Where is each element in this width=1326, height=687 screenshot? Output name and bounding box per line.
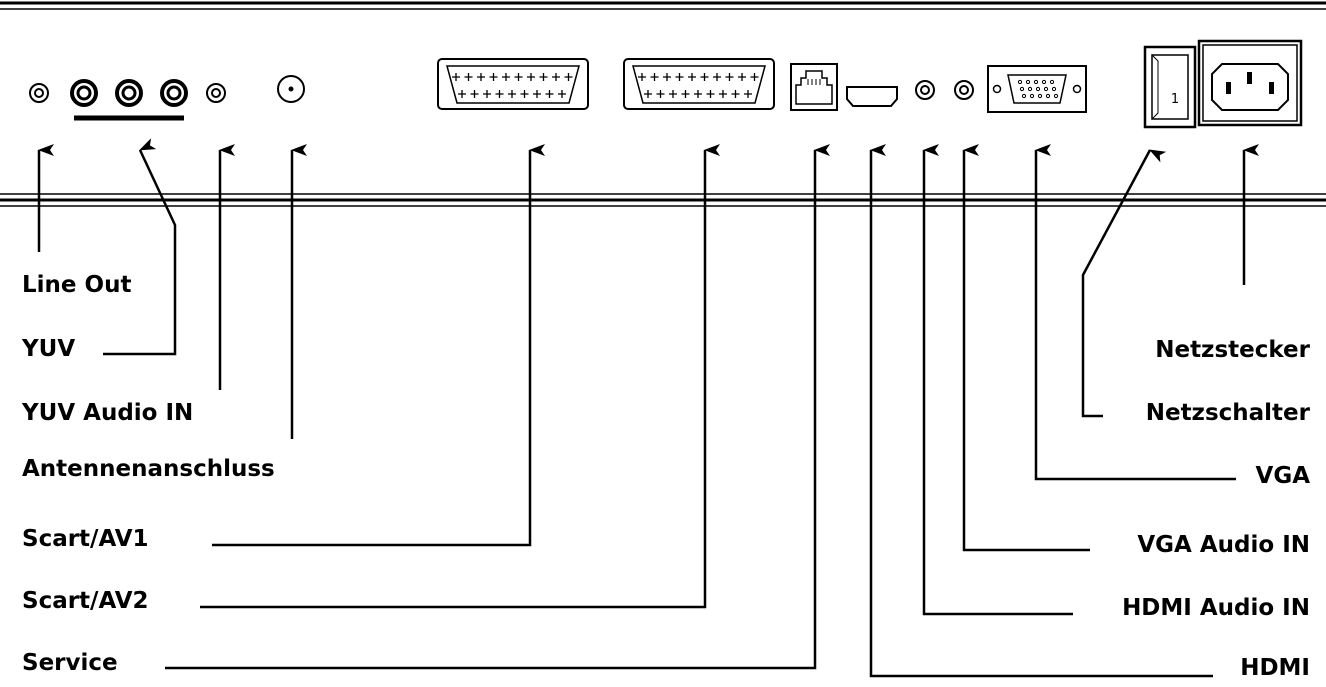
label-scart-av2: Scart/AV2 [22,588,149,614]
scart-pin [545,90,554,98]
label-vga: VGA [1256,463,1311,489]
scart-pin [508,90,516,98]
label-line-out: Line Out [22,272,131,298]
antenna-connector [277,75,305,103]
power-plug-socket [1197,39,1303,127]
scart-av1-connector [437,58,589,110]
service-port [790,63,838,111]
scart-pin [738,73,746,81]
scart-pin [477,73,485,81]
scart-pin [452,73,460,81]
leader-scart-av2 [200,144,720,609]
vga-port [987,65,1087,113]
scart-pin [731,90,740,98]
vga-pin [1041,79,1047,85]
scart-pin [713,73,721,81]
scart-av1-pins [452,73,573,98]
scart-pin [688,73,696,81]
scart-pin [539,73,548,81]
scart-pin [533,90,541,98]
leader-lines [37,138,1259,678]
yuv-audio-in-jack [206,83,226,103]
scart-av2-connector [623,58,775,110]
label-antenna: Antennenanschluss [22,456,275,482]
label-scart-av1: Scart/AV1 [22,526,149,552]
scart-pin [656,90,665,98]
vga-pin [1043,86,1049,92]
leader-yuv [103,138,177,356]
scart-pin [514,73,523,81]
scart-pin [663,73,671,81]
panel-top-edge [0,1,1326,10]
yuv-jacks [70,79,188,107]
scart-pin [638,73,646,81]
scart-pin [502,73,510,81]
leader-power-switch [1081,149,1167,418]
vga-pin [1045,93,1051,99]
scart-pin [558,90,566,98]
label-power-switch: Netzschalter [1146,400,1311,426]
scart-av2-pins [638,73,759,98]
leader-scart-av1 [212,144,545,547]
vga-pin [1051,86,1057,92]
label-power-plug: Netzstecker [1155,337,1310,363]
power-switch: 1 [1143,45,1197,129]
vga-pin [1033,79,1039,85]
scart-pin [527,73,535,81]
vga-pin [1029,93,1035,99]
label-hdmi: HDMI [1240,655,1310,681]
leader-hdmi [869,144,1213,678]
scart-pin [650,73,659,81]
hdmi-audio-in-jack [915,80,935,100]
leader-vga [1034,144,1236,481]
scart-pin [483,90,491,98]
scart-pin [694,90,702,98]
scart-pin [675,73,684,81]
scart-pin [495,90,504,98]
scart-pin [669,90,677,98]
power-switch-mark: 1 [1171,92,1179,107]
label-hdmi-audio-in: HDMI Audio IN [1122,595,1310,621]
label-yuv-audio-in: YUV Audio IN [21,400,193,426]
vga-pin [1017,79,1023,85]
scart-pin [552,73,560,81]
scart-pin [470,90,479,98]
scart-pin [464,73,473,81]
panel-bottom-edge [0,193,1326,207]
scart-pin [744,90,752,98]
scart-pin [750,73,759,81]
vga-pin [1021,93,1027,99]
scart-pin [719,90,727,98]
vga-audio-in-jack [954,80,974,100]
vga-pin [1053,93,1059,99]
scart-pin [564,73,573,81]
vga-pin [1025,79,1031,85]
vga-pins [1017,79,1059,99]
hdmi-port [846,86,898,107]
vga-pin [1037,93,1043,99]
scart-pin [706,90,715,98]
leader-vga-audio-in [962,144,1090,552]
scart-pin [725,73,734,81]
vga-pin [1027,86,1033,92]
vga-pin [1035,86,1041,92]
scart-pin [700,73,709,81]
scart-pin [458,90,466,98]
leader-service [165,144,830,670]
scart-pin [644,90,652,98]
scart-pin [681,90,690,98]
line-out-jack [29,83,49,103]
vga-pin [1049,79,1055,85]
vga-pin [1019,86,1025,92]
scart-pin [520,90,529,98]
scart-pin [489,73,498,81]
label-vga-audio-in: VGA Audio IN [1137,532,1310,558]
label-yuv: YUV [21,336,75,362]
label-service: Service [22,650,118,676]
leader-hdmi-audio-in [922,144,1073,616]
